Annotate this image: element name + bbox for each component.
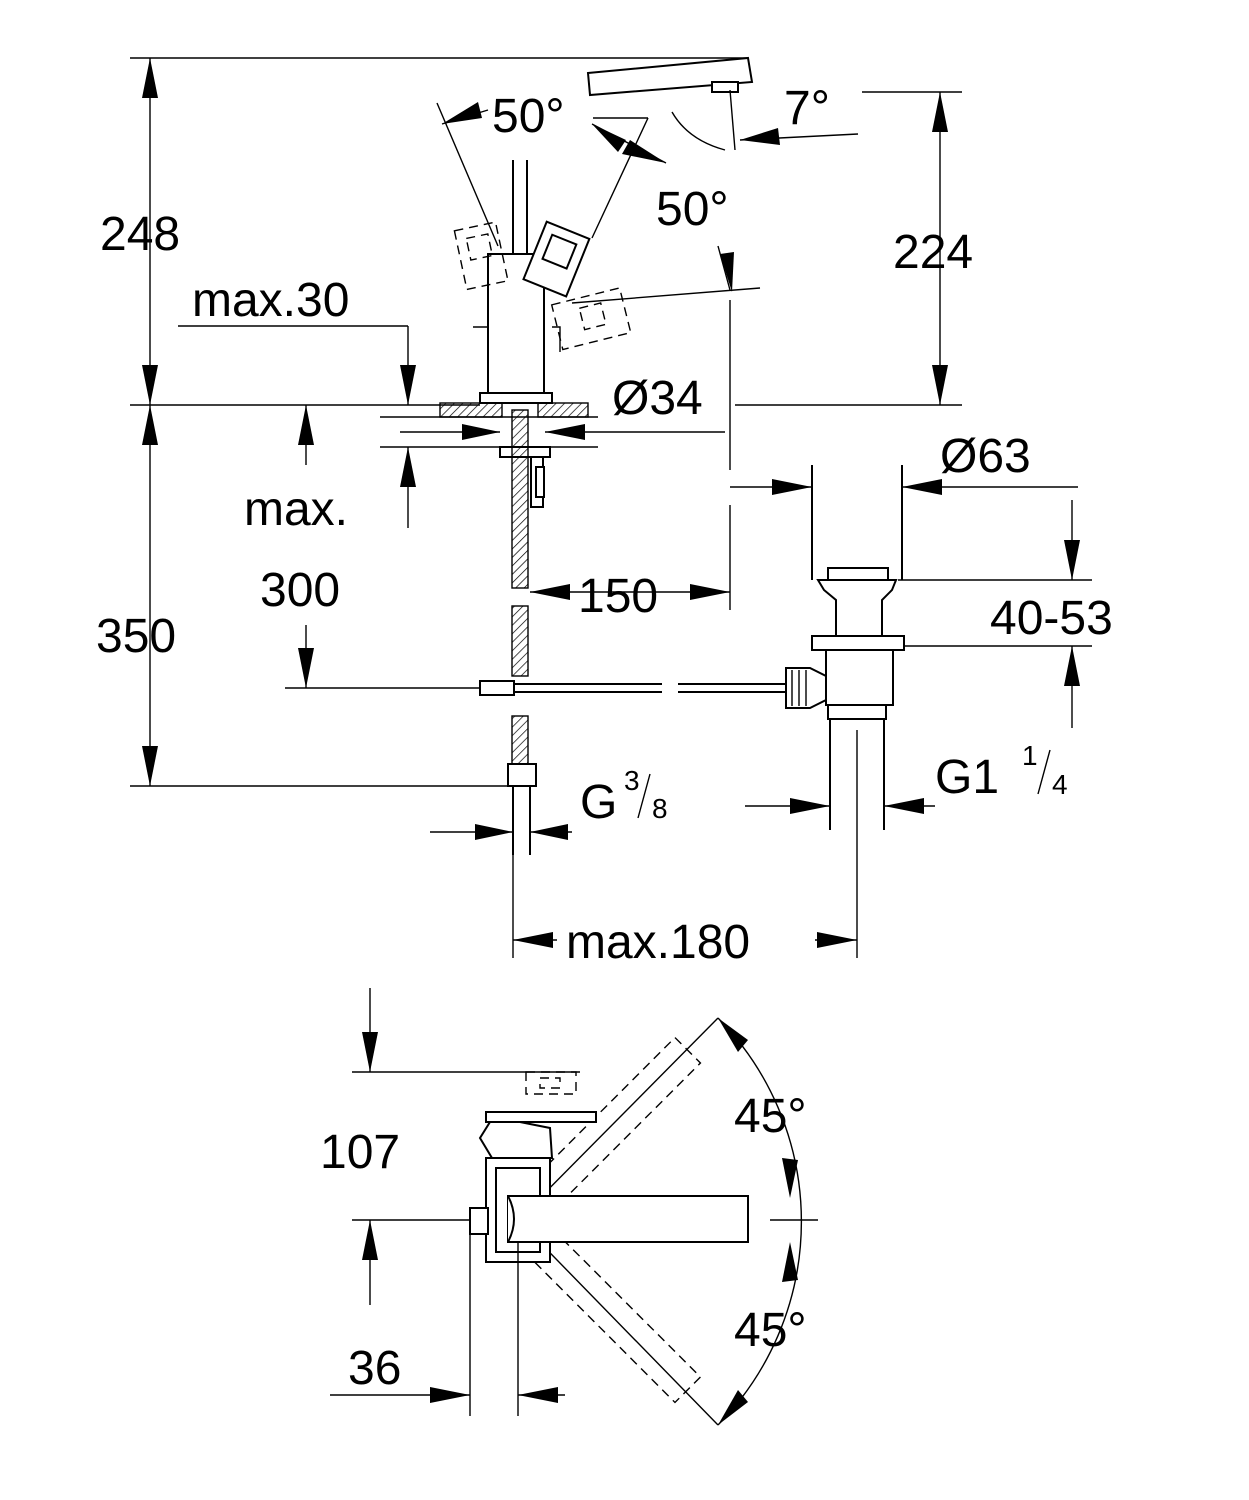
label-offset-150: 150 (578, 570, 658, 623)
dimension-max180 (512, 730, 858, 958)
plan-swing-positions (504, 1017, 803, 1426)
label-height-spout: 224 (893, 226, 973, 279)
label-angle-top-left: 50° (492, 90, 565, 143)
label-depth-max: max. (244, 483, 348, 536)
dimension-40-53 (898, 500, 1092, 728)
dimension-dia63 (730, 479, 1078, 495)
label-height-below: 350 (96, 610, 176, 663)
label-thread-small: G (580, 776, 617, 829)
label-dia-body: Ø34 (612, 372, 703, 425)
label-height-total: 248 (100, 208, 180, 261)
label-thickness-max: max.30 (192, 274, 349, 327)
label-thread-large-num: 1 (1022, 740, 1038, 771)
dimension-248 (130, 57, 748, 406)
dimension-36 (330, 1234, 565, 1416)
label-plan-swing-upper: 45° (734, 1090, 807, 1143)
label-plan-depth: 107 (320, 1126, 400, 1179)
label-thread-large-den: 4 (1052, 769, 1068, 800)
dimension-350 (130, 405, 508, 787)
plan-view: 45° 107 45° 36 (320, 988, 818, 1426)
label-dia-waste: Ø63 (940, 430, 1031, 483)
waste-assembly (785, 465, 905, 830)
plan-faucet (469, 1071, 749, 1263)
spout (586, 56, 754, 97)
label-angle-spout: 7° (784, 82, 830, 135)
lever-positions (436, 102, 761, 351)
label-angle-top-right: 50° (656, 183, 729, 236)
dimension-max30 (178, 325, 416, 528)
label-depth-value: 300 (260, 564, 340, 617)
label-thread-large: G1 (935, 751, 999, 804)
elevation-view: 50° 7° 50° 248 224 max.30 Ø34 Ø63 max. 3… (96, 56, 1113, 969)
dimension-g38 (430, 824, 572, 840)
label-plan-offset: 36 (348, 1342, 401, 1395)
dimension-150 (530, 505, 731, 610)
dimension-dia34 (400, 424, 725, 440)
plan-labels: 45° 107 45° 36 (320, 1090, 807, 1395)
supply-hoses (507, 409, 545, 855)
label-spread-max: max.180 (566, 916, 750, 969)
angle-markers (441, 102, 859, 292)
dimension-224 (729, 89, 962, 470)
label-thread-small-den: 8 (652, 793, 668, 824)
elevation-labels: 50° 7° 50° 248 224 max.30 Ø34 Ø63 max. 3… (96, 82, 1113, 969)
label-plan-swing-lower: 45° (734, 1304, 807, 1357)
dimension-107 (352, 988, 818, 1305)
dimension-max300 (285, 405, 480, 689)
label-waste-range: 40-53 (990, 592, 1113, 645)
dimension-g114 (745, 798, 935, 814)
label-thread-small-num: 3 (624, 765, 640, 796)
popup-rod (479, 680, 786, 696)
